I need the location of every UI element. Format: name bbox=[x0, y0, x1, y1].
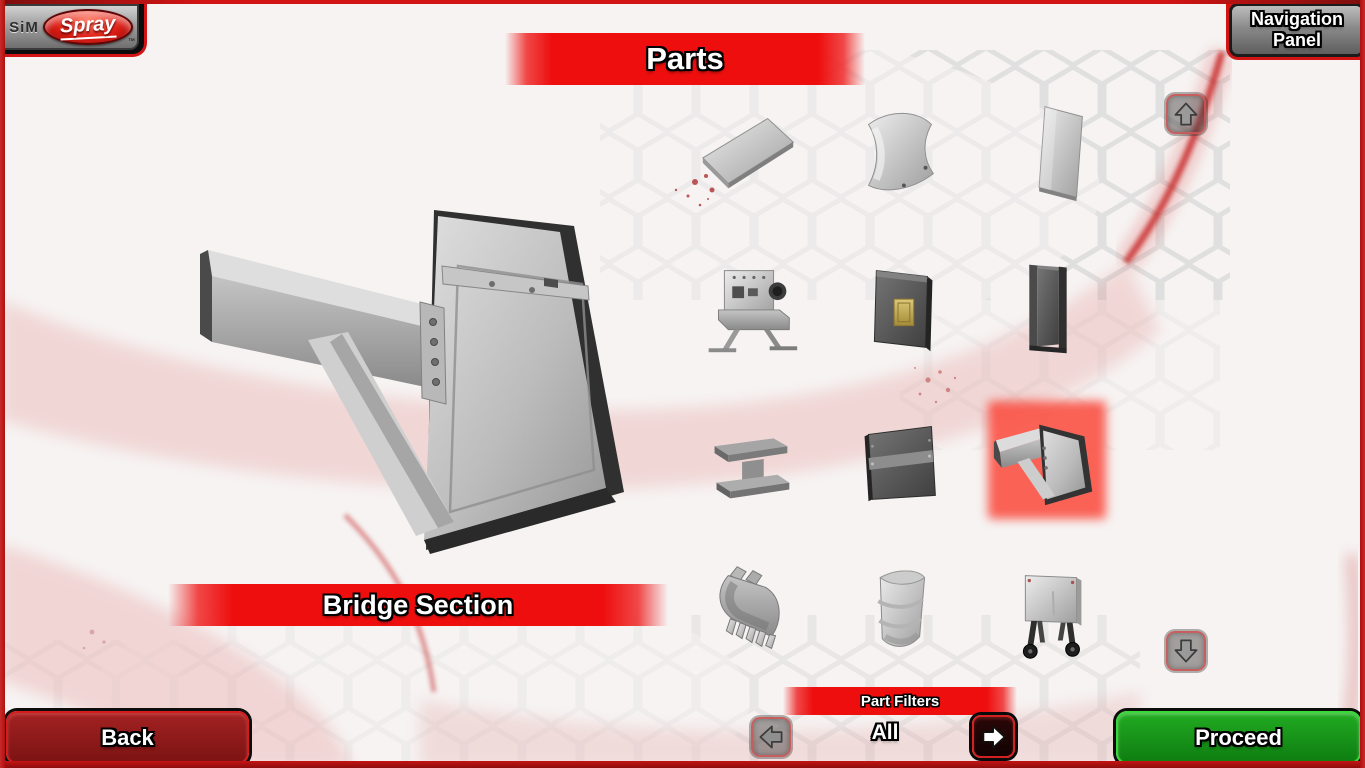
bridge-section-icon bbox=[993, 424, 1093, 506]
bridge-section-preview-icon bbox=[200, 210, 624, 554]
part-item-door-panel[interactable] bbox=[836, 244, 960, 368]
part-item-half-drum[interactable] bbox=[836, 549, 960, 673]
right-arrow-glyph bbox=[982, 725, 1005, 748]
up-arrow-glyph bbox=[1174, 102, 1198, 126]
logo-spray-oval: Spray ™ bbox=[42, 9, 135, 45]
logo-sim-text: SiM bbox=[9, 18, 39, 36]
navigation-panel-outer: Navigation Panel bbox=[1226, 0, 1365, 60]
half-drum-icon bbox=[877, 570, 926, 647]
filter-current-value: All bbox=[871, 721, 899, 744]
simspray-logo: SiM Spray ™ bbox=[0, 0, 147, 57]
part-item-ribbed-panel[interactable] bbox=[836, 398, 960, 522]
bench-machine-icon bbox=[708, 270, 798, 353]
part-item-bridge-section[interactable] bbox=[985, 398, 1109, 522]
down-arrow-glyph bbox=[1174, 639, 1198, 663]
filter-next-button[interactable] bbox=[972, 715, 1015, 758]
logo-trademark: ™ bbox=[127, 38, 135, 45]
part-item-rolling-cart[interactable] bbox=[985, 549, 1109, 673]
logo-spray-text: Spray bbox=[59, 13, 117, 41]
selected-part-name: Bridge Section bbox=[168, 584, 668, 626]
part-item-i-beam-upright[interactable] bbox=[985, 244, 1109, 368]
i-beam-upright-icon bbox=[1029, 264, 1067, 354]
part-item-excavator-bucket[interactable] bbox=[686, 549, 810, 673]
part-item-bench-machine[interactable] bbox=[686, 244, 810, 368]
filter-prev-button[interactable] bbox=[751, 717, 791, 757]
simspray-logo-plate: SiM Spray ™ bbox=[3, 4, 139, 50]
door-panel-icon bbox=[873, 270, 933, 352]
part-item-curved-sheet[interactable] bbox=[836, 90, 960, 214]
scroll-up-button[interactable] bbox=[1166, 94, 1206, 134]
rolling-cart-icon bbox=[1022, 575, 1082, 659]
i-beam-icon bbox=[714, 438, 790, 499]
curved-sheet-icon bbox=[867, 112, 935, 191]
part-item-i-beam[interactable] bbox=[686, 398, 810, 522]
part-item-upright-sheet[interactable] bbox=[985, 90, 1109, 214]
navigation-panel-button[interactable]: Navigation Panel bbox=[1229, 3, 1365, 57]
page-title: Parts bbox=[505, 33, 865, 85]
upright-sheet-icon bbox=[1038, 106, 1083, 202]
proceed-button[interactable]: Proceed bbox=[1116, 711, 1361, 764]
ribbed-panel-icon bbox=[864, 426, 936, 502]
flat-sheet-icon bbox=[701, 117, 795, 189]
scroll-down-button[interactable] bbox=[1166, 631, 1206, 671]
part-filters-label: Part Filters bbox=[783, 687, 1017, 715]
left-arrow-glyph bbox=[759, 725, 783, 749]
part-item-flat-sheet[interactable] bbox=[686, 90, 810, 214]
excavator-bucket-icon bbox=[719, 566, 780, 650]
back-button[interactable]: Back bbox=[6, 711, 249, 764]
